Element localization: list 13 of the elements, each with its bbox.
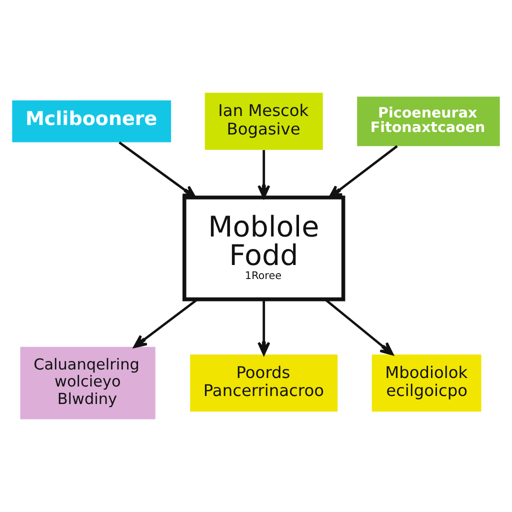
arrow bbox=[324, 298, 394, 356]
node-box: Mbodiolok ecilgoicpo bbox=[372, 354, 482, 412]
node-box: Moblole Fodd 1Roree bbox=[182, 196, 346, 302]
arrow bbox=[328, 145, 398, 198]
node-box: Ian Mescok Bogasive bbox=[204, 92, 323, 150]
node-box: Poords Pancerrinacroo bbox=[190, 354, 338, 412]
arrow bbox=[258, 300, 270, 356]
node-box: Caluanqelring wolcieyo Blwdiny bbox=[20, 346, 156, 420]
node-box: Mcliboonere bbox=[12, 100, 172, 142]
arrow bbox=[133, 298, 198, 348]
arrow bbox=[118, 141, 196, 199]
node-box: Picoeneurax Fitonaxtcaoen bbox=[357, 96, 500, 146]
arrow bbox=[258, 150, 270, 199]
